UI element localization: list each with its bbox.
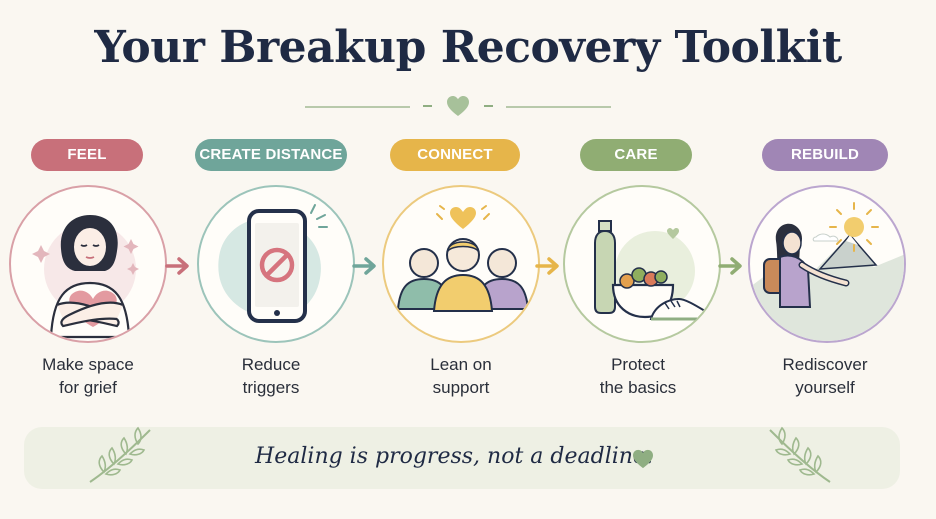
title-divider [305, 95, 611, 119]
step-label-create-distance: Reduce triggers [241, 355, 301, 397]
step-label-feel: Make space for grief [42, 355, 134, 397]
arrow-right-icon [718, 257, 742, 275]
step-circle-feel [9, 185, 167, 343]
arrow-right-icon [352, 257, 376, 275]
step-circle-create-distance [197, 185, 355, 343]
step-label-connect: Lean on support [430, 355, 492, 397]
step-tag-rebuild: REBUILD [762, 139, 888, 171]
step-circle-rebuild [748, 185, 906, 343]
friends-group-icon [396, 205, 530, 312]
arrow-right-icon [535, 257, 559, 275]
footer-message: Healing is progress, not a deadline. [255, 444, 653, 469]
step-tag-feel: FEEL [31, 139, 143, 171]
hiker-icon [750, 202, 904, 341]
step-label-rebuild: Rediscover yourself [782, 355, 868, 397]
step-tag-care: CARE [580, 139, 692, 171]
leaf-sprig-icon [89, 426, 151, 483]
step-label-care: Protect the basics [599, 355, 677, 397]
heart-icon [447, 96, 469, 116]
step-tag-create-distance: CREATE DISTANCE [195, 139, 347, 171]
page-title: Your Breakup Recovery Toolkit [94, 22, 842, 73]
hugging-person-icon [32, 215, 139, 339]
step-circle-care [563, 185, 721, 343]
phone-block-icon [218, 204, 328, 323]
self-care-icon [594, 220, 706, 321]
heart-icon [633, 449, 653, 469]
leaf-sprig-icon [769, 426, 831, 483]
footer-banner [24, 427, 900, 489]
step-tag-connect: CONNECT [390, 139, 520, 171]
arrow-right-icon [165, 257, 189, 275]
step-circle-connect [382, 185, 540, 343]
